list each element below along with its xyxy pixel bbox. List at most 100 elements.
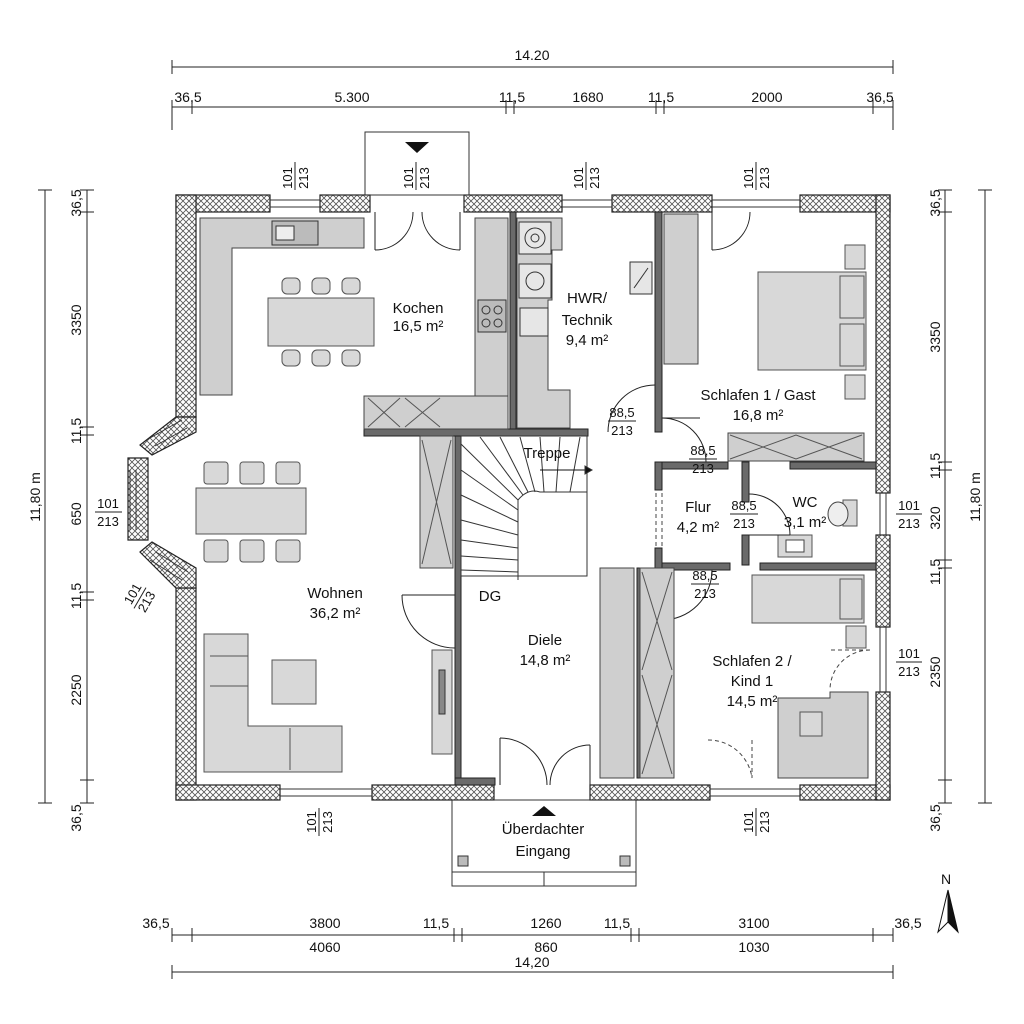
left-dim-2: 3350 — [68, 304, 84, 335]
terrace-door-box — [364, 131, 470, 196]
right-dim-2: 3350 — [927, 321, 943, 352]
bay-window-glazing — [129, 419, 189, 581]
left-total-dim: 11,80 m — [27, 472, 43, 522]
top-dim-3: 11,5 — [499, 89, 525, 105]
w-top3-height: 213 — [587, 167, 602, 189]
schlafen2-name-1: Schlafen 2 / — [712, 653, 792, 670]
flur-passage — [655, 493, 663, 546]
right-dim-4: 320 — [927, 506, 943, 530]
schlafen2-area: 14,5 m² — [727, 693, 778, 710]
bedroom2-furniture — [639, 567, 871, 779]
bottom-dim-b1: 4060 — [309, 939, 340, 955]
right-dim-1: 36,5 — [927, 189, 943, 216]
opening-labels: 101 213 101 213 101 213 101 213 101 213 … — [95, 162, 922, 836]
dimension-lines — [38, 60, 992, 979]
wc-door — [748, 493, 791, 536]
kitchen-terrace-door — [374, 211, 461, 251]
left-dim-7: 36,5 — [68, 804, 84, 831]
w-bottom-right-height: 213 — [757, 811, 772, 833]
schlafen1-area: 16,8 m² — [733, 407, 784, 424]
covered-entrance — [451, 799, 637, 887]
staircase — [460, 435, 594, 580]
left-dim-3: 11,5 — [68, 418, 84, 444]
w-right-kind-height: 213 — [898, 664, 920, 679]
w-top2-height: 213 — [417, 167, 432, 189]
top-dim-7: 36,5 — [866, 89, 893, 105]
bottom-dim-3: 11,5 — [423, 915, 449, 931]
diele-area: 14,8 m² — [520, 652, 571, 669]
w-bottom-left-height: 213 — [320, 811, 335, 833]
right-dim-7: 36,5 — [927, 804, 943, 831]
w-top2-width: 101 — [401, 167, 416, 189]
dg-label: DG — [479, 588, 502, 605]
exterior-walls — [127, 194, 891, 801]
bottom-dim-5: 11,5 — [604, 915, 630, 931]
w-right-kind-width: 101 — [898, 646, 920, 661]
right-dim-5: 11,5 — [927, 559, 943, 585]
bottom-dim-b2: 860 — [534, 939, 558, 955]
bottom-dim-7: 36,5 — [894, 915, 921, 931]
diele-name: Diele — [528, 632, 562, 649]
d-schlafen2-width: 88,5 — [692, 568, 717, 583]
wohnen-area: 36,2 m² — [310, 605, 361, 622]
wc-area: 3,1 m² — [784, 514, 827, 531]
hall-cabinet — [419, 435, 454, 569]
treppe-label: Treppe — [524, 445, 571, 462]
interior-walls — [363, 211, 877, 786]
bedroom1-furniture — [663, 213, 867, 462]
d-schlafen1-height: 213 — [692, 461, 714, 476]
entrance-door — [499, 737, 591, 786]
right-dim-6: 2350 — [927, 656, 943, 687]
w-top1-height: 213 — [296, 167, 311, 189]
bedroom2-terrace-door — [707, 739, 753, 779]
hwr-area: 9,4 m² — [566, 332, 609, 349]
left-dim-6: 2250 — [68, 674, 84, 705]
d-wc-width: 88,5 — [731, 498, 756, 513]
w-top3-width: 101 — [571, 167, 586, 189]
bedroom1-door — [661, 417, 707, 463]
bottom-dim-b3: 1030 — [738, 939, 769, 955]
top-dim-4: 1680 — [572, 89, 603, 105]
w-right-wc-width: 101 — [898, 498, 920, 513]
flur-name: Flur — [685, 499, 711, 516]
w-bottom-right-width: 101 — [741, 811, 756, 833]
bottom-dim-1: 36,5 — [142, 915, 169, 931]
schlafen2-name-2: Kind 1 — [731, 673, 774, 690]
living-door — [401, 594, 456, 649]
wohnen-name: Wohnen — [307, 585, 363, 602]
w-top1-width: 101 — [280, 167, 295, 189]
d-wc-height: 213 — [733, 516, 755, 531]
top-dim-1: 36,5 — [174, 89, 201, 105]
bottom-total-dim: 14,20 — [514, 954, 549, 970]
top-dim-5: 11,5 — [648, 89, 674, 105]
w-top4-width: 101 — [741, 167, 756, 189]
eingang-line2: Eingang — [515, 843, 570, 860]
diele-wardrobe — [599, 567, 635, 779]
left-dim-5: 11,5 — [68, 583, 84, 609]
north-label: N — [941, 871, 951, 887]
top-dim-6: 2000 — [751, 89, 782, 105]
kitchen-furniture — [199, 217, 509, 430]
wc-name: WC — [793, 494, 818, 511]
north-arrow — [937, 889, 959, 934]
schlafen1-name: Schlafen 1 / Gast — [700, 387, 816, 404]
living-furniture — [195, 461, 453, 773]
left-dim-4: 650 — [68, 502, 84, 526]
right-dim-3: 11,5 — [927, 453, 943, 479]
kochen-area: 16,5 m² — [393, 318, 444, 335]
d-schlafen1-width: 88,5 — [690, 443, 715, 458]
top-dim-2: 5.300 — [334, 89, 369, 105]
bottom-dim-6: 3100 — [738, 915, 769, 931]
w-right-wc-height: 213 — [898, 516, 920, 531]
d-schlafen2-height: 213 — [694, 586, 716, 601]
flur-area: 4,2 m² — [677, 519, 720, 536]
hwr-name-2: Technik — [562, 312, 613, 329]
eingang-line1: Überdachter — [502, 820, 585, 838]
d-hwr-width: 88,5 — [609, 405, 634, 420]
room-labels: Kochen 16,5 m² HWR/ Technik 9,4 m² Schla… — [307, 290, 826, 860]
hwr-furniture — [516, 217, 653, 429]
window-frames — [270, 199, 887, 797]
w-bay-width: 101 — [97, 496, 119, 511]
w-bay-height: 213 — [97, 514, 119, 529]
